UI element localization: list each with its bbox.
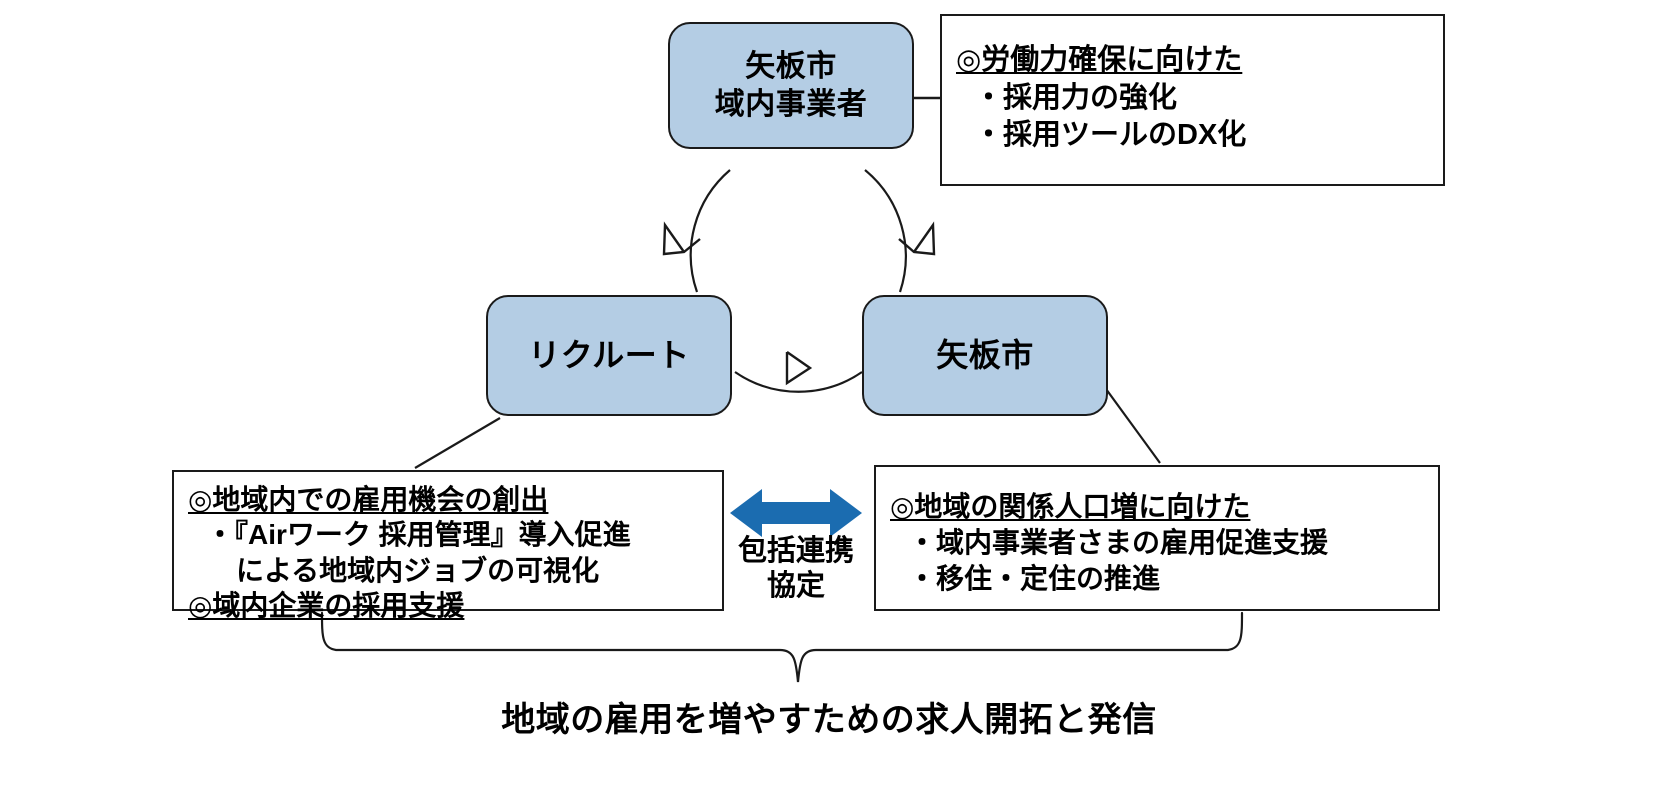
left-node-label: リクルート [528, 336, 690, 373]
top-node-line1: 矢板市 [745, 50, 837, 84]
topright-heading: ◎労働力確保に向けた [956, 44, 1243, 76]
cycle-arc-left-to-right [734, 371, 863, 393]
topright-bullet-1: ・採用力の強化 [974, 81, 1178, 114]
top-node-line2: 域内事業者 [714, 87, 868, 121]
left-node-recruit[interactable]: リクルート [486, 295, 732, 416]
bottomleft-bullet-1-cont: による地域内ジョブの可視化 [236, 554, 600, 586]
cycle-arrowhead-right [898, 221, 936, 256]
bottomright-bullet-1: ・域内事業者さまの雇用促進支援 [908, 526, 1329, 558]
bottomleft-heading-2: ◎域内企業の採用支援 [188, 589, 465, 621]
pact-label-line2: 協定 [766, 570, 825, 603]
pact-label-line1: 包括連携 [737, 535, 854, 567]
curly-brace-icon [320, 611, 1244, 683]
double-headed-arrow-icon [730, 489, 862, 537]
cycle-arrowhead-left [662, 221, 701, 256]
bottom-caption: 地域の雇用を増やすための求人開拓と発信 [501, 701, 1157, 739]
bottomleft-bullet-1: ・『Airワーク 採用管理』導入促進 [206, 519, 631, 551]
connector-left-node-to-bottomleft-box [414, 417, 501, 469]
detail-box-bottom-left: ◎地域内での雇用機会の創出 ・『Airワーク 採用管理』導入促進 による地域内ジ… [172, 470, 724, 621]
detail-box-bottom-right: ◎地域の関係人口増に向けた ・域内事業者さまの雇用促進支援 ・移住・定住の推進 [874, 465, 1440, 611]
cycle-arc-right-to-top [689, 169, 731, 293]
bottomleft-heading-1: ◎地域内での雇用機会の創出 [188, 484, 549, 515]
bottomright-heading: ◎地域の関係人口増に向けた [890, 491, 1251, 522]
top-node-yaita-businesses[interactable]: 矢板市 域内事業者 [668, 22, 914, 149]
right-node-label: 矢板市 [936, 336, 1034, 373]
cycle-arrowhead-bottom [785, 351, 813, 386]
bottomright-bullet-2: ・移住・定住の推進 [908, 562, 1161, 594]
right-node-yaita-city[interactable]: 矢板市 [862, 295, 1108, 416]
cycle-arc-top-to-right [864, 169, 907, 293]
detail-box-top-right: ◎労働力確保に向けた ・採用力の強化 ・採用ツールのDX化 [940, 14, 1445, 186]
topright-bullet-2: ・採用ツールのDX化 [974, 119, 1247, 152]
pact-label: 包括連携 協定 [726, 534, 866, 605]
